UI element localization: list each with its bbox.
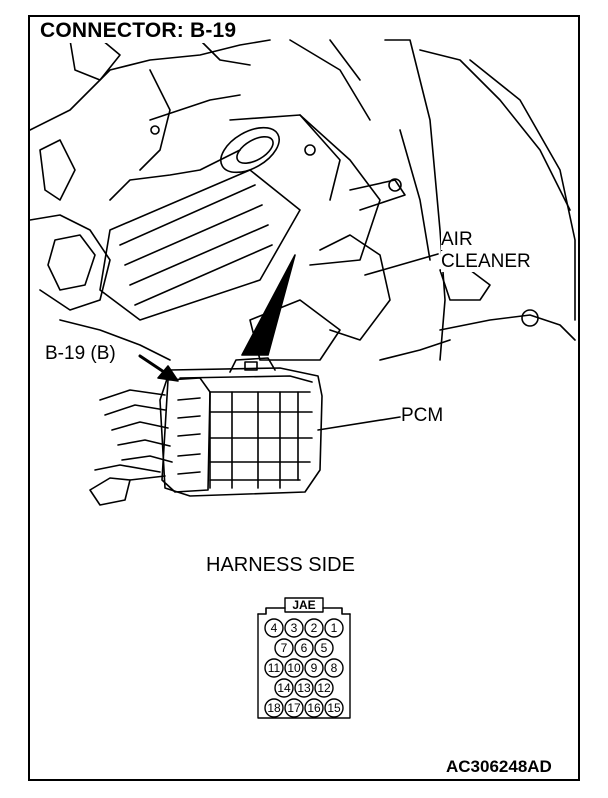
connector-pin-number: 18 xyxy=(267,701,281,715)
connector-pin xyxy=(284,618,304,638)
connector-pin xyxy=(284,658,304,678)
connector-pin-number: 1 xyxy=(331,621,338,635)
connector-pin xyxy=(324,698,344,718)
connector-pin-number: 14 xyxy=(277,681,291,695)
connector-pin-number: 13 xyxy=(297,681,311,695)
air-cleaner-label-line1: AIR xyxy=(441,229,473,250)
connector-pin xyxy=(264,618,284,638)
connector-pin xyxy=(304,658,324,678)
connector-pin xyxy=(324,658,344,678)
page-title: CONNECTOR: B-19 xyxy=(38,19,239,43)
connector-pin-number: 4 xyxy=(271,621,278,635)
connector-pin xyxy=(304,618,324,638)
connector-pin-number: 16 xyxy=(307,701,321,715)
connector-pin xyxy=(324,618,344,638)
connector-pin-number: 10 xyxy=(287,661,301,675)
figure-code: AC306248AD xyxy=(446,757,552,776)
connector-pin xyxy=(274,678,294,698)
connector-pin-number: 7 xyxy=(281,641,288,655)
connector-pin-number: 15 xyxy=(327,701,341,715)
connector-pin-number: 11 xyxy=(268,661,281,675)
pcm-label: PCM xyxy=(401,405,444,426)
connector-pin xyxy=(314,638,334,658)
connector-pin-number: 12 xyxy=(317,681,331,695)
connector-pin-number: 6 xyxy=(301,641,308,655)
connector-pin xyxy=(294,678,314,698)
connector-pin-number: 17 xyxy=(287,701,301,715)
connector-pin-number: 3 xyxy=(291,621,298,635)
connector-pin xyxy=(274,638,294,658)
connector-maker-label: JAE xyxy=(292,598,315,612)
connector-pin xyxy=(264,658,284,678)
connector-pin xyxy=(284,698,304,718)
air-cleaner-label-line2: CLEANER xyxy=(441,251,531,272)
connector-pin xyxy=(264,698,284,718)
connector-pin-number: 2 xyxy=(311,621,318,635)
connector-pin-number: 5 xyxy=(321,641,328,655)
connector-pin xyxy=(294,638,314,658)
connector-pin-number: 9 xyxy=(311,661,318,675)
connector-pin xyxy=(314,678,334,698)
harness-side-label: HARNESS SIDE xyxy=(206,554,355,576)
connector-pin xyxy=(304,698,324,718)
connector-pin-number: 8 xyxy=(331,661,338,675)
connector-ref-label: B-19 (B) xyxy=(45,343,116,364)
